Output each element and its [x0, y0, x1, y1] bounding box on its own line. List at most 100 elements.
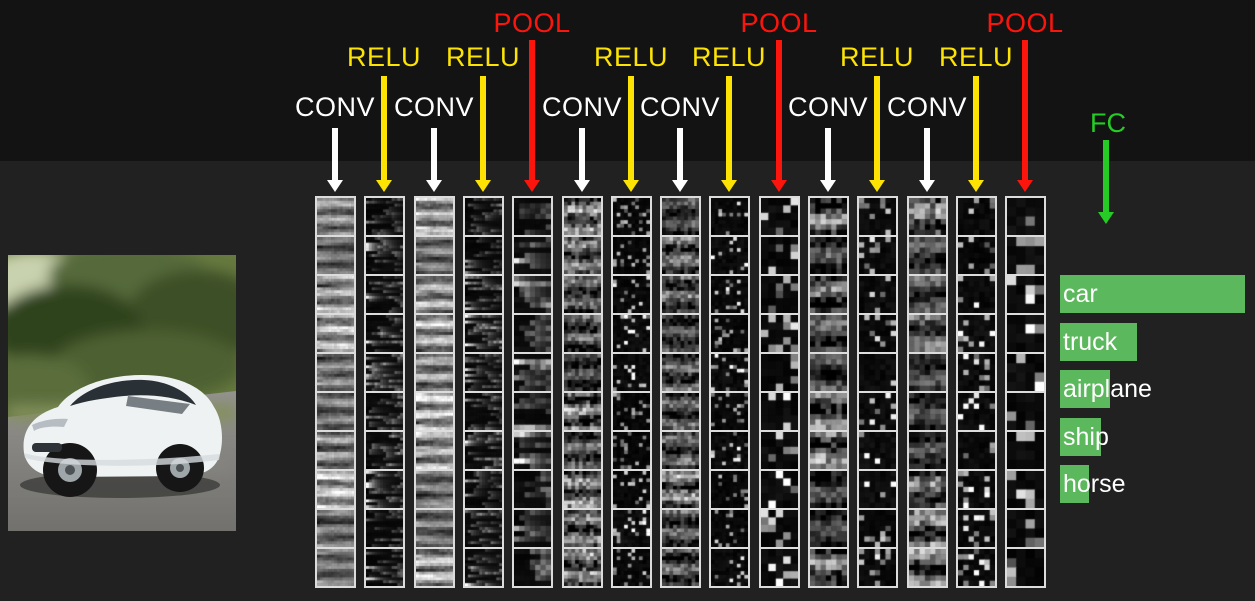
relu-label: RELU — [839, 42, 915, 72]
activation-tile — [564, 549, 601, 586]
activation-tile — [761, 276, 798, 313]
activation-tile — [465, 354, 502, 391]
activation-tile — [810, 432, 847, 469]
activation-tile — [1007, 432, 1044, 469]
activation-column-conv-5 — [562, 196, 603, 588]
activation-tile — [958, 549, 995, 586]
activation-tile — [761, 198, 798, 235]
activation-tile — [613, 315, 650, 352]
conv-arrow — [919, 128, 935, 192]
activation-tile — [564, 198, 601, 235]
activation-tile — [1007, 549, 1044, 586]
relu-arrow — [869, 76, 885, 192]
activation-column-relu-13 — [956, 196, 997, 588]
activation-tile — [909, 471, 946, 508]
activation-tile — [810, 276, 847, 313]
prediction-bar-horse — [1060, 465, 1089, 503]
activation-tile — [514, 198, 551, 235]
activation-tile — [366, 315, 403, 352]
activation-tile — [366, 276, 403, 313]
activation-tile — [859, 471, 896, 508]
activation-tile — [859, 354, 896, 391]
conv-label: CONV — [886, 92, 968, 122]
activation-tile — [366, 354, 403, 391]
activation-tile — [909, 315, 946, 352]
activation-column-pool-14 — [1005, 196, 1046, 588]
activation-tile — [613, 549, 650, 586]
pool-label: POOL — [493, 8, 571, 38]
activation-tile — [465, 237, 502, 274]
activation-tile — [662, 237, 699, 274]
activation-tile — [1007, 354, 1044, 391]
activation-tile — [859, 549, 896, 586]
relu-label: RELU — [691, 42, 767, 72]
activation-tile — [613, 354, 650, 391]
activation-tile — [465, 393, 502, 430]
prediction-label-truck: truck — [1063, 328, 1118, 356]
activation-tile — [958, 510, 995, 547]
fc-label: FC — [1090, 108, 1126, 138]
activation-tile — [810, 237, 847, 274]
activation-column-conv-2 — [414, 196, 455, 588]
activation-tile — [514, 510, 551, 547]
activation-tile — [810, 393, 847, 430]
activation-tile — [711, 276, 748, 313]
pool-arrow — [771, 40, 787, 192]
activation-tile — [909, 549, 946, 586]
activation-tile — [564, 276, 601, 313]
activation-column-relu-3 — [463, 196, 504, 588]
activation-tile — [317, 393, 354, 430]
prediction-bar-car — [1060, 275, 1245, 313]
activation-column-conv-10 — [808, 196, 849, 588]
activation-tile — [416, 315, 453, 352]
prediction-label-ship: ship — [1063, 423, 1109, 451]
conv-label: CONV — [294, 92, 376, 122]
activation-tile — [958, 237, 995, 274]
activation-tile — [514, 276, 551, 313]
activation-column-relu-1 — [364, 196, 405, 588]
relu-arrow — [721, 76, 737, 192]
activation-tile — [416, 471, 453, 508]
activation-column-relu-11 — [857, 196, 898, 588]
activation-tile — [317, 237, 354, 274]
activation-column-conv-0 — [315, 196, 356, 588]
activation-tile — [662, 315, 699, 352]
activation-tile — [514, 432, 551, 469]
activation-tile — [366, 237, 403, 274]
activation-tile — [859, 237, 896, 274]
activation-tile — [909, 276, 946, 313]
activation-tile — [416, 432, 453, 469]
activation-tile — [613, 432, 650, 469]
conv-arrow — [327, 128, 343, 192]
activation-tile — [465, 549, 502, 586]
activation-tile — [1007, 315, 1044, 352]
activation-tile — [711, 432, 748, 469]
pool-arrow — [1017, 40, 1033, 192]
activation-tile — [564, 354, 601, 391]
activation-tile — [317, 198, 354, 235]
activation-tile — [859, 198, 896, 235]
activation-tile — [958, 471, 995, 508]
relu-label: RELU — [593, 42, 669, 72]
relu-arrow — [475, 76, 491, 192]
activation-tile — [810, 198, 847, 235]
activation-tile — [711, 510, 748, 547]
activation-tile — [564, 471, 601, 508]
activation-tile — [613, 198, 650, 235]
activation-tile — [317, 276, 354, 313]
activation-column-pool-4 — [512, 196, 553, 588]
activation-tile — [909, 393, 946, 430]
activation-tile — [564, 237, 601, 274]
activation-tile — [613, 471, 650, 508]
activation-tile — [1007, 471, 1044, 508]
activation-tile — [1007, 393, 1044, 430]
activation-tile — [909, 510, 946, 547]
prediction-bar-airplane — [1060, 370, 1110, 408]
activation-tile — [613, 393, 650, 430]
conv-arrow — [574, 128, 590, 192]
activation-tile — [317, 432, 354, 469]
relu-arrow — [623, 76, 639, 192]
activation-tile — [662, 510, 699, 547]
activation-tile — [317, 315, 354, 352]
